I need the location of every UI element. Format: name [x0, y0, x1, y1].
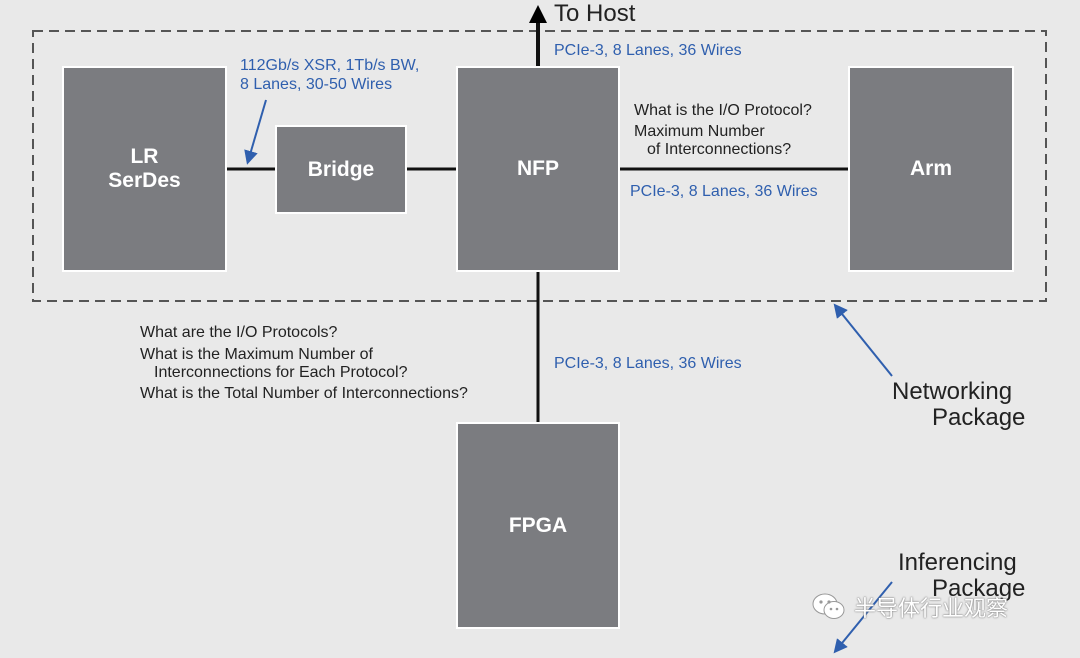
- arm-question-line1: What is the I/O Protocol?: [634, 102, 812, 119]
- inferencing-package-label-line1: Inferencing: [898, 549, 1017, 576]
- inferencing-annotation-arrow: [833, 581, 893, 654]
- fpga-question-line2: What is the Maximum Number of: [140, 346, 373, 363]
- to-host-label: To Host: [554, 0, 636, 27]
- fpga-block: FPGA: [458, 424, 618, 627]
- fpga-question-line3: Interconnections for Each Protocol?: [154, 364, 408, 381]
- serdes-link-label-line2: 8 Lanes, 30-50 Wires: [240, 76, 393, 93]
- networking-annotation-arrow: [833, 303, 893, 377]
- host-link-label: PCIe-3, 8 Lanes, 36 Wires: [554, 42, 742, 59]
- nfp-block: NFP: [458, 68, 618, 270]
- watermark: 半导体行业观察: [812, 591, 1008, 623]
- arm-block: Arm: [850, 68, 1012, 270]
- bridge-block: Bridge: [277, 127, 405, 212]
- watermark-text: 半导体行业观察: [854, 596, 1009, 621]
- arm-question-line2: Maximum Number: [634, 123, 765, 140]
- fpga-link-label: PCIe-3, 8 Lanes, 36 Wires: [554, 355, 742, 372]
- fpga-question-line1: What are the I/O Protocols?: [140, 324, 338, 341]
- wechat-icon: [812, 593, 845, 619]
- arm-question-line3: of Interconnections?: [647, 141, 792, 158]
- serdes-link-label-line1: 112Gb/s XSR, 1Tb/s BW,: [240, 57, 420, 74]
- networking-package-label-line2: Package: [932, 404, 1026, 431]
- networking-package-label-line1: Networking: [892, 378, 1013, 405]
- serdes-annotation-arrow: [244, 99, 267, 165]
- fpga-question-line4: What is the Total Number of Interconnect…: [140, 385, 468, 402]
- inferencing-package-label-line2: Package: [932, 575, 1026, 602]
- arm-link-label: PCIe-3, 8 Lanes, 36 Wires: [630, 183, 818, 200]
- lr-serdes-block: LR SerDes: [64, 68, 225, 270]
